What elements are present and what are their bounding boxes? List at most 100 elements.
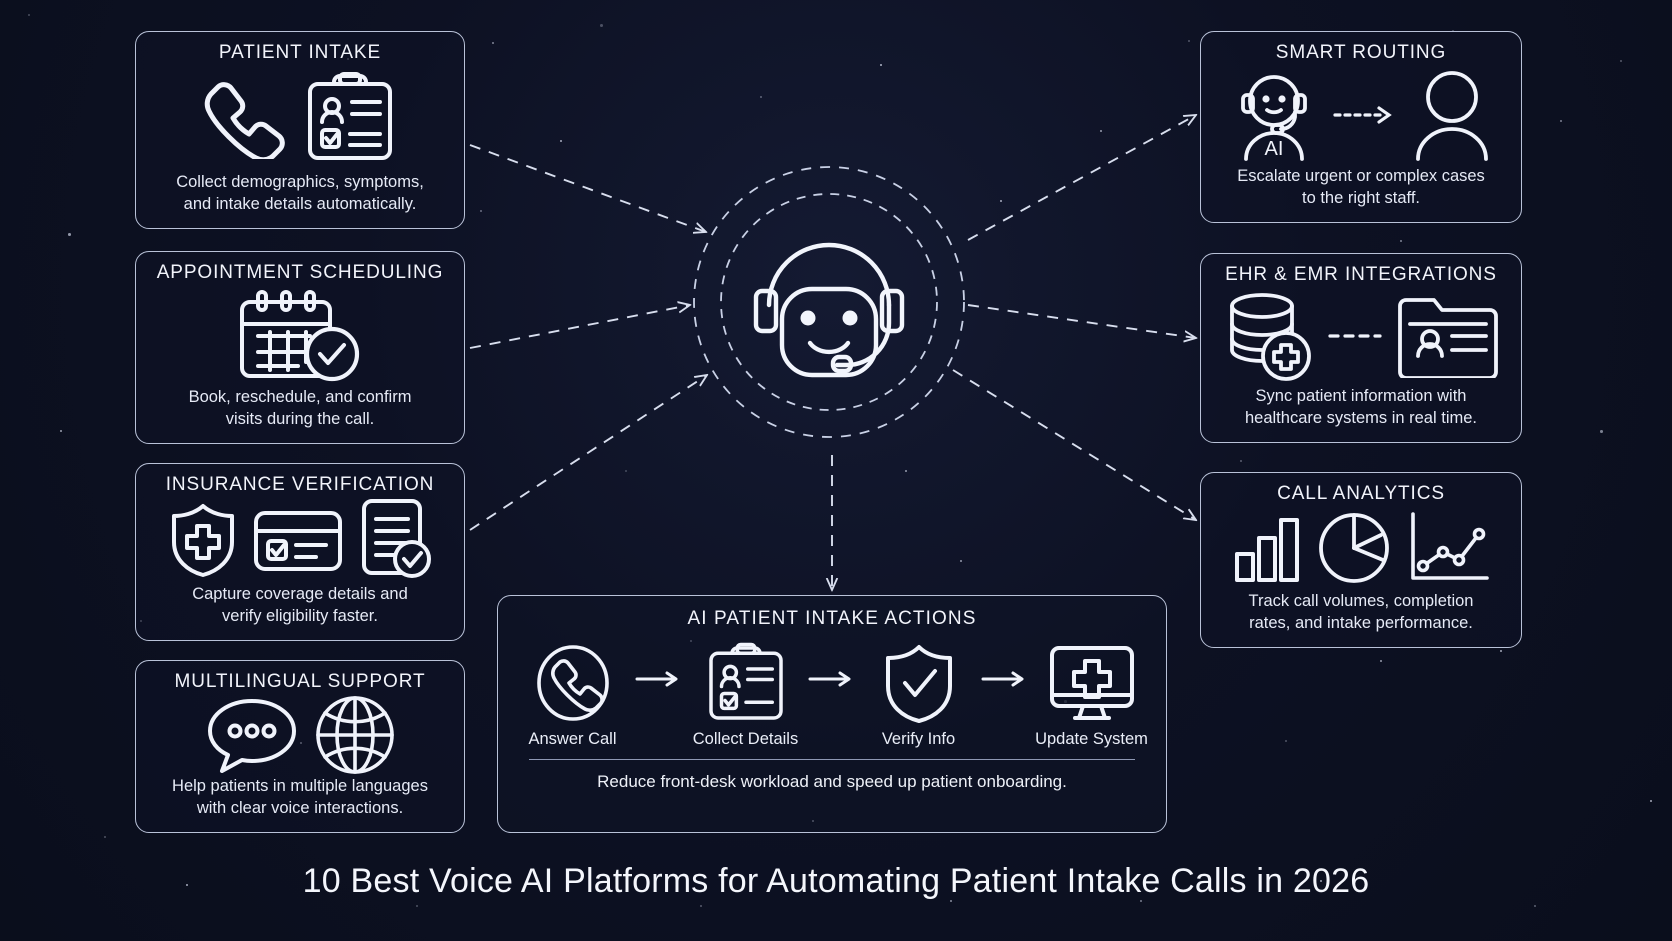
- card-ehr-emr-integrations[interactable]: EHR & EMR INTEGRATIONS: [1200, 253, 1522, 443]
- hub-outer-ring: [694, 167, 964, 437]
- database-cross-icon: [1222, 290, 1314, 382]
- card-description: Collect demographics, symptoms,and intak…: [176, 172, 424, 216]
- card-icon-group: [1215, 286, 1507, 386]
- line-ehr: [968, 305, 1196, 338]
- card-title: APPOINTMENT SCHEDULING: [157, 262, 444, 284]
- card-multilingual-support[interactable]: MULTILINGUAL SUPPORT: [135, 660, 465, 833]
- line-insurance: [470, 375, 707, 530]
- card-title: INSURANCE VERIFICATION: [166, 474, 435, 496]
- speech-bubble-dots-icon: [204, 695, 300, 775]
- card-icon-group: [150, 284, 450, 387]
- card-title: PATIENT INTAKE: [219, 42, 381, 64]
- clipboard-patient-form-icon: [302, 72, 398, 164]
- dashed-link-icon: [1328, 329, 1382, 343]
- action-step-collect-details[interactable]: Collect Details: [689, 644, 802, 749]
- card-title: EHR & EMR INTEGRATIONS: [1225, 264, 1497, 286]
- card-description: Escalate urgent or complex casesto the r…: [1237, 166, 1485, 210]
- card-smart-routing[interactable]: SMART ROUTING AI: [1200, 31, 1522, 223]
- monitor-cross-icon: [1047, 644, 1137, 722]
- shield-cross-icon: [168, 502, 238, 578]
- action-step-label: Update System: [1035, 730, 1148, 749]
- action-step-update-system[interactable]: Update System: [1035, 644, 1148, 749]
- card-icon-group: AI: [1215, 64, 1507, 166]
- card-call-analytics[interactable]: CALL ANALYTICS: [1200, 472, 1522, 648]
- ai-patient-intake-actions-panel[interactable]: AI PATIENT INTAKE ACTIONS Answer Call: [497, 595, 1167, 833]
- card-patient-intake[interactable]: PATIENT INTAKE: [135, 31, 465, 229]
- step-arrow-2-icon: [808, 644, 856, 688]
- line-analytics: [953, 370, 1196, 520]
- star: [760, 96, 762, 98]
- action-step-answer-call[interactable]: Answer Call: [516, 644, 629, 749]
- insurance-card-icon: [252, 507, 344, 573]
- action-step-label: Answer Call: [528, 730, 616, 749]
- star: [560, 140, 562, 142]
- globe-icon: [314, 694, 396, 776]
- card-description: Help patients in multiple languageswith …: [172, 776, 428, 820]
- card-appointment-scheduling[interactable]: APPOINTMENT SCHEDULING Book, reschedule,…: [135, 251, 465, 444]
- human-staff-icon: [1411, 69, 1493, 161]
- card-title: SMART ROUTING: [1276, 42, 1446, 64]
- card-title: MULTILINGUAL SUPPORT: [175, 671, 426, 693]
- page-title: 10 Best Voice AI Platforms for Automatin…: [0, 862, 1672, 901]
- star: [1400, 240, 1402, 242]
- collect-details-clipboard-icon: [704, 644, 788, 722]
- card-description: Track call volumes, completionrates, and…: [1249, 591, 1474, 635]
- calendar-check-icon: [234, 288, 366, 384]
- dashed-arrow-icon: [1333, 104, 1397, 126]
- action-step-label: Collect Details: [693, 730, 798, 749]
- star: [960, 560, 962, 562]
- step-arrow-1-icon: [635, 644, 683, 688]
- actions-divider: [529, 759, 1136, 760]
- actions-panel-title: AI PATIENT INTAKE ACTIONS: [688, 608, 977, 630]
- star: [625, 470, 627, 472]
- star: [1620, 60, 1622, 62]
- phone-handset-icon: [202, 77, 288, 159]
- patient-record-folder-icon: [1396, 294, 1500, 378]
- star: [1000, 200, 1002, 202]
- card-description: Book, reschedule, and confirmvisits duri…: [189, 387, 412, 431]
- actions-panel-footer: Reduce front-desk workload and speed up …: [597, 772, 1067, 792]
- action-step-verify-info[interactable]: Verify Info: [862, 644, 975, 749]
- ai-agent-headset-icon: AI: [1229, 69, 1319, 161]
- line-patient-intake: [470, 145, 706, 232]
- step-arrow-3-icon: [981, 644, 1029, 688]
- card-description: Sync patient information withhealthcare …: [1245, 386, 1477, 430]
- central-ai-hub: [690, 163, 968, 441]
- action-step-label: Verify Info: [882, 730, 955, 749]
- shield-check-icon: [883, 644, 955, 722]
- star: [1240, 460, 1242, 462]
- star: [1380, 660, 1382, 662]
- star: [416, 905, 418, 907]
- card-icon-group: [150, 496, 450, 584]
- star: [28, 14, 30, 16]
- star: [68, 233, 71, 236]
- star: [1650, 800, 1652, 802]
- star: [492, 42, 494, 44]
- line-chart-icon: [1405, 510, 1491, 586]
- star: [104, 836, 106, 838]
- hub-inner-ring: [721, 194, 937, 410]
- headset-robot-icon: [756, 245, 902, 375]
- answer-call-icon: [535, 644, 611, 722]
- actions-step-row: Answer Call: [516, 644, 1148, 749]
- line-appointment: [470, 305, 690, 348]
- ai-badge-label: AI: [1265, 138, 1284, 160]
- card-title: CALL ANALYTICS: [1277, 483, 1445, 505]
- card-icon-group: [1215, 505, 1507, 591]
- star: [1600, 430, 1603, 433]
- star: [1534, 905, 1536, 907]
- star: [60, 430, 62, 432]
- star: [1188, 40, 1190, 42]
- star: [1100, 130, 1102, 132]
- line-smart-routing: [968, 115, 1196, 240]
- star: [700, 905, 702, 907]
- card-icon-group: [150, 693, 450, 776]
- bar-chart-icon: [1231, 512, 1303, 584]
- star: [905, 470, 907, 472]
- star: [480, 210, 482, 212]
- card-insurance-verification[interactable]: INSURANCE VERIFICATION: [135, 463, 465, 641]
- star: [1560, 120, 1562, 122]
- star: [1285, 740, 1287, 742]
- star: [600, 24, 603, 27]
